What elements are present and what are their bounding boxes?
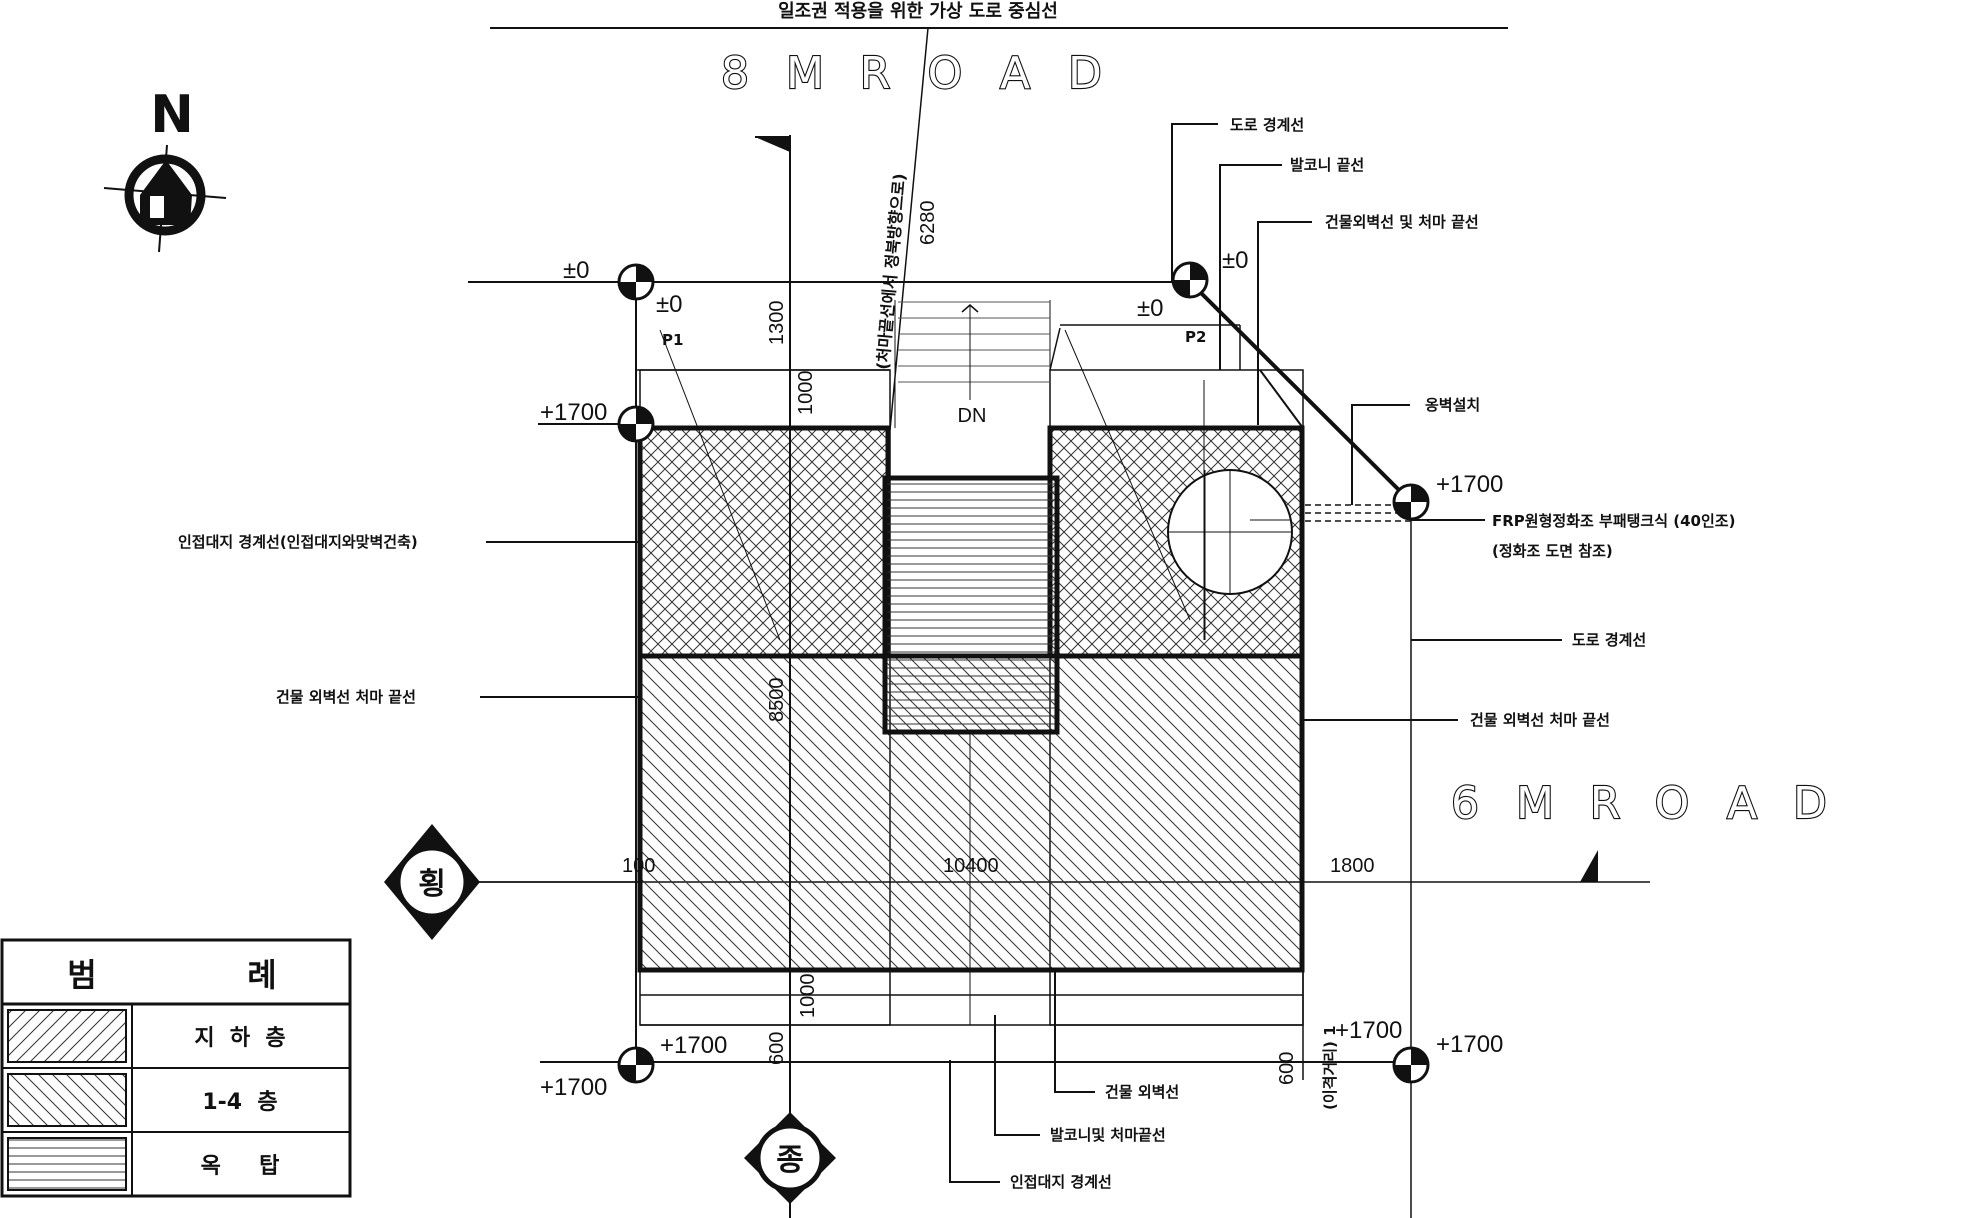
svg-text:N: N (150, 85, 194, 145)
dim-1000-bottom: 1000 (797, 974, 819, 1019)
annotation-tank-note: (정화조 도면 참조) (1492, 542, 1613, 560)
dim-1000-top: 1000 (795, 371, 817, 416)
floor-area-left-wing (637, 425, 891, 659)
stair: DN (894, 300, 1051, 428)
level-text: +1700 (660, 1032, 727, 1059)
road-label-north: 8 M R O A D (720, 47, 1103, 100)
legend-title-right: 례 (247, 956, 276, 994)
level-text: ±0 (563, 257, 590, 284)
svg-text:D: D (1793, 778, 1827, 829)
svg-text:6: 6 (1451, 778, 1479, 829)
section-marker-west-icon: 횡 (384, 824, 480, 940)
level-text: ±0 (656, 291, 683, 318)
annotation-retaining-wall: 옹벽설치 (1425, 396, 1480, 414)
dim-600-a: 600 (766, 1032, 788, 1065)
svg-text:R: R (860, 48, 891, 99)
svg-text:M: M (1516, 778, 1554, 829)
dim-10400: 10400 (943, 855, 999, 877)
dim-1800: 1800 (1330, 855, 1375, 877)
legend-label-basement: 지 하 층 (194, 1026, 285, 1051)
legend-label-floors: 1-4 층 (202, 1090, 277, 1115)
rooftop-area (882, 475, 1060, 735)
svg-text:D: D (1068, 48, 1102, 99)
point-p1: P1 (662, 331, 683, 349)
dim-100: 100 (622, 855, 655, 877)
legend-swatch-basement (7, 1009, 127, 1063)
annotation-road-boundary-top: 도로 경계선 (1230, 116, 1304, 134)
legend-title-left: 범 (67, 956, 96, 994)
road-label-east: 6 M R O A D (1450, 777, 1828, 830)
level-text: +1700 (1335, 1017, 1402, 1044)
annotation-wall-eave-left: 건물 외벽선 처마 끝선 (276, 688, 416, 706)
dim-6280: 6280 (917, 201, 939, 246)
svg-text:A: A (1000, 48, 1030, 99)
svg-text:O: O (928, 48, 963, 99)
annotation-outer-wall: 건물 외벽선 (1105, 1083, 1179, 1101)
level-marker (617, 1046, 655, 1084)
annotation-frp-tank: FRP원형정화조 부패탱크식 (40인조) (1492, 512, 1735, 530)
north-arrow-icon: N (103, 85, 227, 253)
annotation-road-boundary-right: 도로 경계선 (1572, 631, 1646, 649)
svg-text:A: A (1727, 778, 1757, 829)
level-text: +1700 (1436, 471, 1503, 498)
svg-text:R: R (1590, 778, 1621, 829)
vertical-note: (처마끝선에서 정북방향으로) (873, 173, 909, 371)
level-text: +1700 (540, 399, 607, 426)
svg-text:횡: 횡 (418, 867, 446, 902)
legend-label-rooftop: 옥 탑 (201, 1154, 280, 1179)
stair-label: DN (958, 405, 987, 427)
annotation-wall-eave-right: 건물 외벽선 처마 끝선 (1470, 711, 1610, 729)
level-marker (617, 263, 655, 301)
legend-swatch-rooftop (7, 1137, 127, 1191)
dim-8500: 8500 (766, 678, 788, 723)
annotation-balcony-edge: 발코니 끝선 (1290, 156, 1364, 174)
level-text: +1700 (1436, 1031, 1503, 1058)
annotation-adjacent-bottom: 인접대지 경계선 (1010, 1173, 1112, 1191)
svg-text:종: 종 (776, 1143, 804, 1178)
point-p2: P2 (1185, 328, 1206, 346)
legend: 범 례 지 하 층 1-4 층 옥 탑 (0, 938, 352, 1198)
level-text: ±0 (1137, 295, 1164, 322)
level-marker (617, 405, 655, 443)
svg-text:M: M (786, 48, 824, 99)
dim-1300: 1300 (766, 301, 788, 346)
frp-tank-symbol (1167, 469, 1293, 640)
level-marker (1171, 261, 1209, 299)
level-text: ±0 (1222, 247, 1249, 274)
level-marker (1392, 1046, 1430, 1084)
level-marker (1392, 483, 1430, 521)
svg-text:8: 8 (721, 48, 749, 99)
annotation-bottom-vertical-note: (이격거리) 1 (1321, 1025, 1339, 1110)
svg-text:O: O (1655, 778, 1690, 829)
annotation-wall-eave-edge: 건물외벽선 및 처마 끝선 (1325, 213, 1479, 231)
legend-swatch-floors (7, 1073, 127, 1127)
section-marker-south-icon: 종 (744, 1112, 836, 1204)
annotation-adjacent-left: 인접대지 경계선(인접대지와맞벽건축) (178, 533, 418, 551)
annotation-balcony-eave: 발코니및 처마끝선 (1050, 1126, 1166, 1144)
dim-600-b: 600 (1276, 1052, 1298, 1085)
level-text: +1700 (540, 1074, 607, 1101)
top-caption: 일조권 적용을 위한 가상 도로 중심선 (778, 1, 1058, 22)
